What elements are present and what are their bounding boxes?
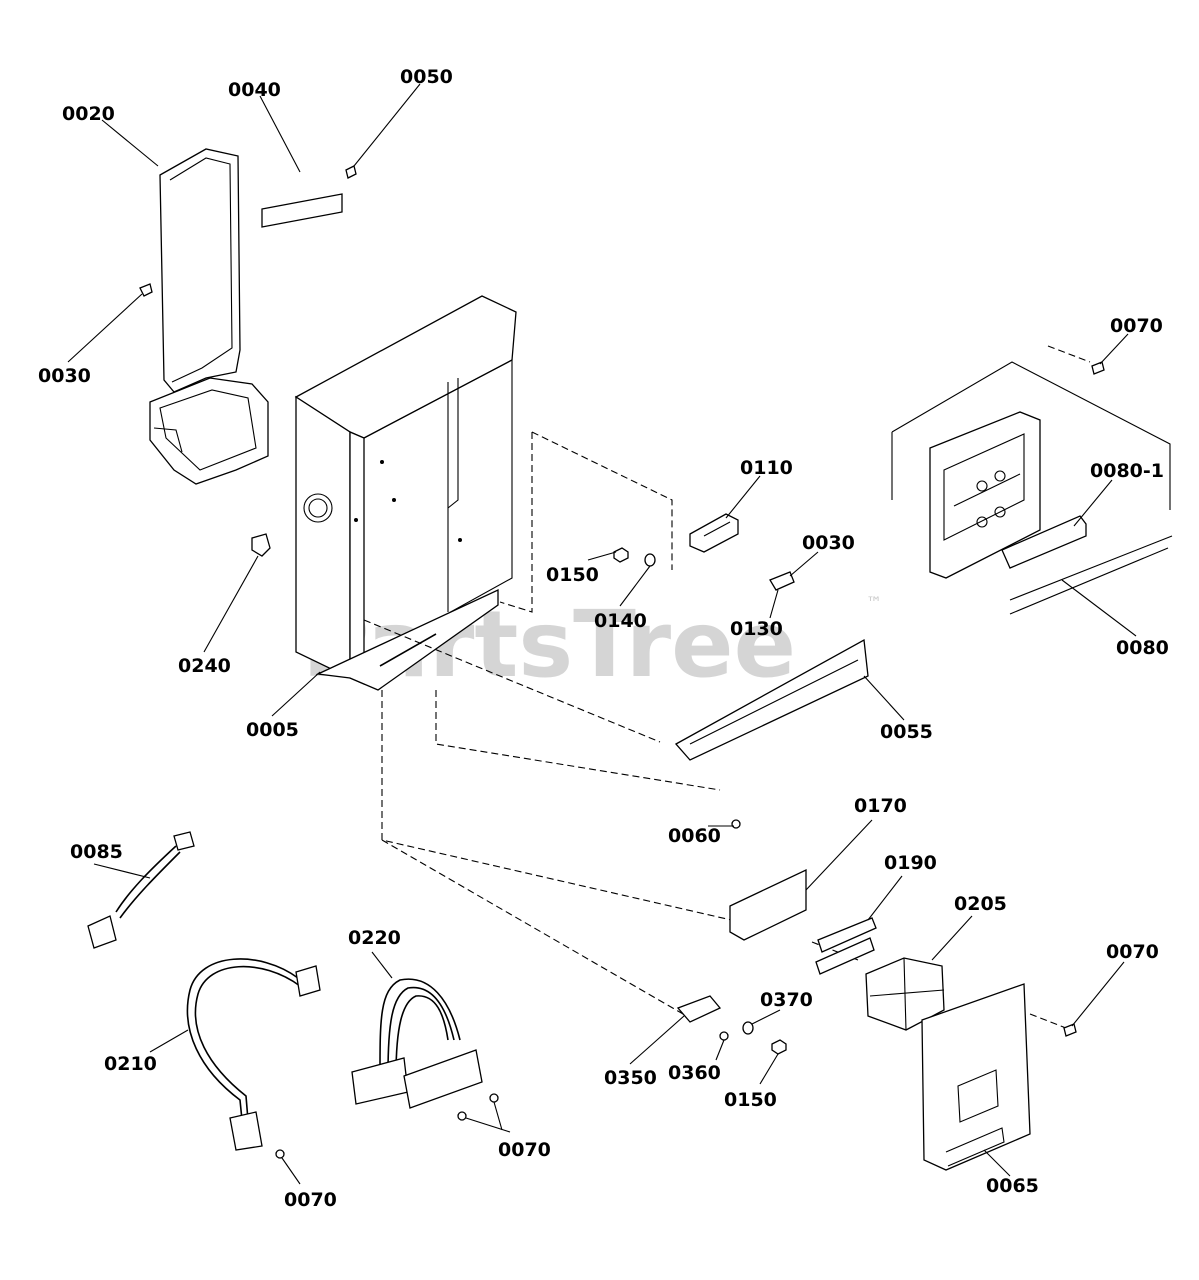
callout-0210: 0210 [104, 1053, 157, 1075]
part-0040-label[interactable] [261, 193, 343, 228]
part-0370-washer[interactable] [742, 1021, 754, 1035]
callout-0150: 0150 [546, 564, 599, 586]
part-0150-nut[interactable] [613, 547, 629, 563]
callout-0070-mid: 0070 [498, 1139, 551, 1161]
part-0055-angle-bracket[interactable] [674, 638, 869, 761]
callout-0220: 0220 [348, 927, 401, 949]
part-0360-screw[interactable] [719, 1031, 729, 1041]
callout-0080: 0080 [1116, 637, 1169, 659]
callout-0070-top: 0070 [1110, 315, 1163, 337]
part-0070-screws-lower[interactable] [275, 1093, 499, 1159]
part-0210-harness[interactable] [186, 958, 321, 1151]
part-0020-duct-frame[interactable] [149, 148, 269, 485]
part-0150-nut-lower[interactable] [771, 1039, 787, 1055]
callout-0360: 0360 [668, 1062, 721, 1084]
assembly-lines [363, 345, 1091, 1029]
callout-0055: 0055 [880, 721, 933, 743]
callout-0040: 0040 [228, 79, 281, 101]
part-0070-screw-top[interactable] [1091, 361, 1105, 375]
callout-0170: 0170 [854, 795, 907, 817]
part-0060-screw[interactable] [731, 819, 741, 829]
callout-0130: 0130 [730, 618, 783, 640]
part-0065-cover-plate[interactable] [921, 983, 1031, 1171]
callout-0240: 0240 [178, 655, 231, 677]
part-0110-bracket[interactable] [689, 513, 739, 553]
callout-0030-mid: 0030 [802, 532, 855, 554]
callout-0110: 0110 [740, 457, 793, 479]
part-0070-screw-right[interactable] [1063, 1023, 1077, 1037]
callout-0140: 0140 [594, 610, 647, 632]
callout-0020: 0020 [62, 103, 115, 125]
callout-0065: 0065 [986, 1175, 1039, 1197]
part-0190-rails[interactable] [815, 917, 877, 975]
part-0030-screw-mid[interactable] [769, 571, 795, 591]
callout-0060: 0060 [668, 825, 721, 847]
part-0080-control-panel[interactable] [891, 361, 1173, 615]
part-0080-1-plate[interactable] [1001, 515, 1087, 569]
callout-0205: 0205 [954, 893, 1007, 915]
callout-0190: 0190 [884, 852, 937, 874]
callout-0005: 0005 [246, 719, 299, 741]
part-0140-washer[interactable] [644, 553, 656, 567]
part-0350-block[interactable] [676, 995, 722, 1023]
callout-0070-right: 0070 [1106, 941, 1159, 963]
watermark-trademark: ™ [866, 593, 882, 612]
callout-0350: 0350 [604, 1067, 657, 1089]
part-0005-enclosure[interactable] [294, 295, 517, 691]
callout-0370: 0370 [760, 989, 813, 1011]
leader-lines [67, 83, 1137, 1185]
part-0030-screw[interactable] [139, 283, 153, 297]
callout-0085: 0085 [70, 841, 123, 863]
callout-0050: 0050 [400, 66, 453, 88]
callout-0070-bottom: 0070 [284, 1189, 337, 1211]
part-0170-bracket[interactable] [729, 868, 807, 941]
callout-0030: 0030 [38, 365, 91, 387]
part-0205-breaker[interactable] [865, 957, 945, 1031]
part-0050-clip[interactable] [345, 165, 357, 179]
part-0240-grommet[interactable] [251, 533, 271, 557]
callout-0150-lower: 0150 [724, 1089, 777, 1111]
callout-labels: 0020 0040 0050 0030 0240 0005 0110 0030 … [38, 66, 1169, 1211]
callout-0080-1: 0080-1 [1090, 460, 1164, 482]
part-0220-harness[interactable] [351, 978, 483, 1109]
part-0085-harness[interactable] [87, 831, 195, 949]
